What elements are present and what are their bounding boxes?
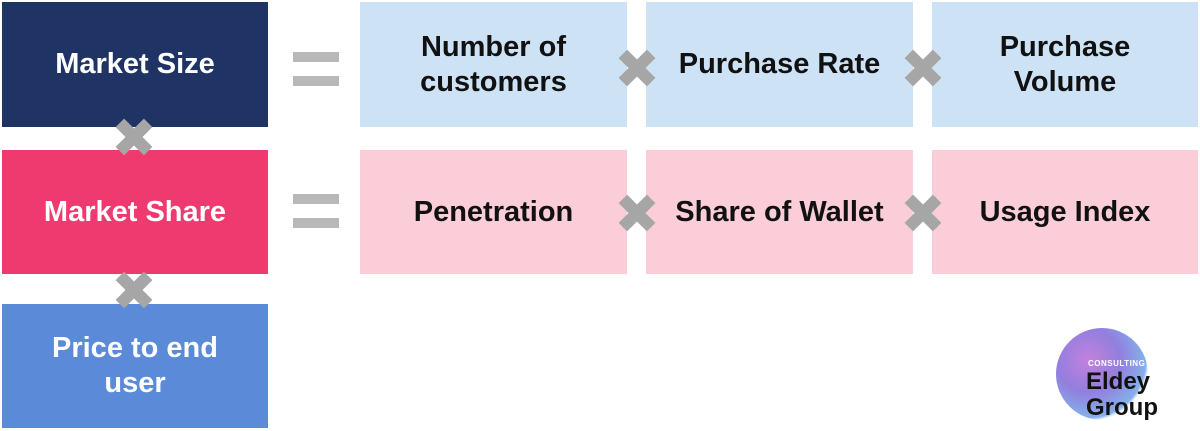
share-of-wallet-label: Share of Wallet (675, 195, 884, 228)
penetration-label: Penetration (413, 195, 574, 228)
market-size-label: Market Size (55, 48, 215, 81)
logo-watercolor-blob (1056, 328, 1148, 420)
penetration-box: Penetration (360, 150, 627, 274)
logo-consulting-text: CONSULTING (1088, 359, 1146, 368)
number-of-customers-box: Number of customers (360, 2, 627, 127)
purchase-rate-box: Purchase Rate (646, 2, 913, 127)
usage-index-label: Usage Index (979, 195, 1151, 228)
equals-icon (293, 194, 339, 228)
multiply-icon (114, 117, 154, 157)
price-to-end-user-label: Price to end user (52, 332, 218, 399)
number-of-customers-label: Number of customers (420, 30, 567, 98)
purchase-volume-label: Purchase Volume (999, 30, 1131, 98)
logo-eldey-text: Eldey (1086, 368, 1151, 395)
market-size-box: Market Size (2, 2, 268, 127)
price-to-end-user-box: Price to end user (2, 304, 268, 428)
multiply-icon (617, 193, 657, 233)
market-share-box: Market Share (2, 150, 268, 274)
market-share-label: Market Share (43, 195, 227, 228)
usage-index-box: Usage Index (932, 150, 1198, 274)
purchase-rate-label: Purchase Rate (678, 48, 881, 81)
logo-group-text: Group (1086, 394, 1158, 421)
eldey-group-logo: CONSULTING Eldey Group (1050, 326, 1190, 426)
multiply-icon (903, 193, 943, 233)
share-of-wallet-box: Share of Wallet (646, 150, 913, 274)
purchase-volume-box: Purchase Volume (932, 2, 1198, 127)
equals-icon (293, 52, 339, 86)
multiply-icon (903, 48, 943, 88)
multiply-icon (617, 48, 657, 88)
multiply-icon (114, 270, 154, 310)
